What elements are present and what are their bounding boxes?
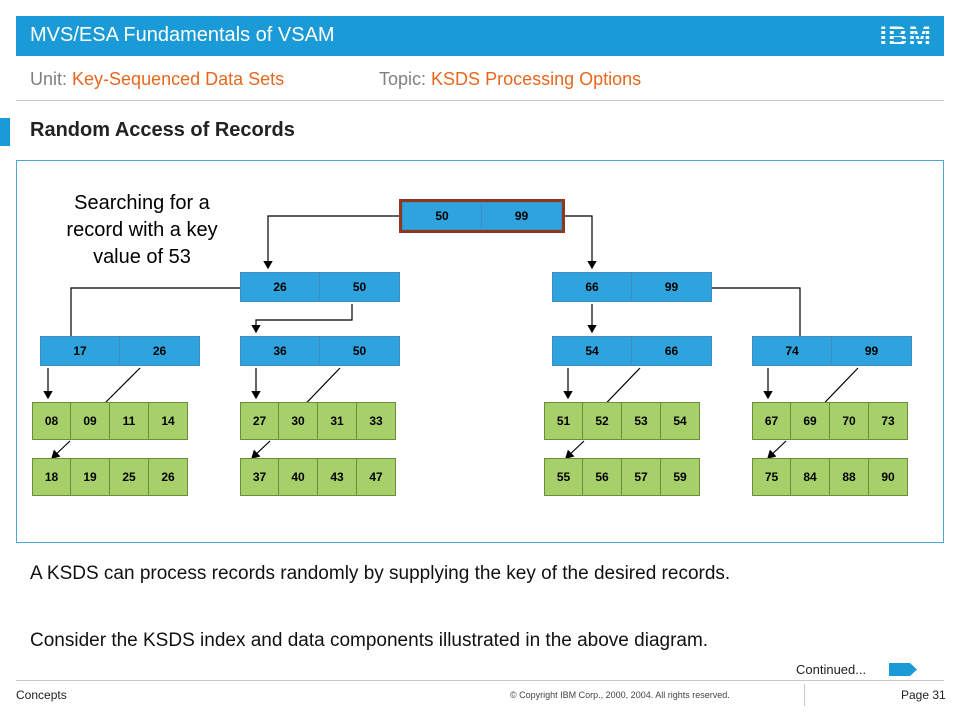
data-record-key: 52: [583, 402, 622, 440]
footer-copyright: © Copyright IBM Corp., 2000, 2004. All r…: [510, 690, 730, 700]
course-title: MVS/ESA Fundamentals of VSAM: [30, 24, 335, 46]
unit-breadcrumb: Unit: Key-Sequenced Data Sets: [30, 69, 284, 90]
index-key: 99: [832, 336, 912, 366]
index-key: 74: [752, 336, 832, 366]
data-record-key: 75: [752, 458, 791, 496]
index-key: 26: [240, 272, 320, 302]
index-node: 26 50: [240, 272, 400, 302]
footer-divider: [16, 680, 944, 681]
body-paragraph-2: Consider the KSDS index and data compone…: [30, 630, 709, 651]
data-record-key: 67: [752, 402, 791, 440]
data-record-key: 08: [32, 402, 71, 440]
diagram-frame: [16, 160, 944, 543]
index-key: 26: [120, 336, 200, 366]
page-number: Page 31: [901, 688, 946, 702]
index-key: 99: [482, 202, 562, 230]
index-key: 99: [632, 272, 712, 302]
data-record-key: 88: [830, 458, 869, 496]
section-title: Random Access of Records: [30, 119, 295, 141]
data-record-key: 47: [357, 458, 396, 496]
unit-label: Unit:: [30, 69, 68, 89]
data-control-interval: 18 19 25 26: [32, 458, 188, 496]
data-record-key: 31: [318, 402, 357, 440]
data-record-key: 70: [830, 402, 869, 440]
data-record-key: 69: [791, 402, 830, 440]
topic-value: KSDS Processing Options: [431, 69, 642, 89]
continued-label: Continued...: [796, 662, 867, 677]
unit-value: Key-Sequenced Data Sets: [72, 69, 285, 89]
data-record-key: 53: [622, 402, 661, 440]
index-node: 66 99: [552, 272, 712, 302]
data-control-interval: 55 56 57 59: [544, 458, 700, 496]
data-record-key: 59: [661, 458, 700, 496]
data-record-key: 25: [110, 458, 149, 496]
data-control-interval: 37 40 43 47: [240, 458, 396, 496]
data-record-key: 73: [869, 402, 908, 440]
topic-breadcrumb: Topic: KSDS Processing Options: [379, 69, 641, 90]
data-record-key: 18: [32, 458, 71, 496]
index-key: 66: [552, 272, 632, 302]
data-record-key: 19: [71, 458, 110, 496]
next-arrow-icon[interactable]: [889, 663, 917, 676]
data-control-interval: 75 84 88 90: [752, 458, 908, 496]
data-control-interval: 27 30 31 33: [240, 402, 396, 440]
header-divider: [16, 100, 944, 101]
index-key: 66: [632, 336, 712, 366]
search-note: Searching for a record with a key value …: [66, 192, 218, 268]
data-record-key: 55: [544, 458, 583, 496]
data-record-key: 37: [240, 458, 279, 496]
index-key: 50: [320, 272, 400, 302]
index-node: 17 26: [40, 336, 200, 366]
data-record-key: 27: [240, 402, 279, 440]
index-key: 50: [402, 202, 482, 230]
footer-separator: [804, 684, 805, 706]
data-record-key: 11: [110, 402, 149, 440]
data-record-key: 57: [622, 458, 661, 496]
data-control-interval: 08 09 11 14: [32, 402, 188, 440]
data-control-interval: 51 52 53 54: [544, 402, 700, 440]
data-record-key: 33: [357, 402, 396, 440]
index-key: 17: [40, 336, 120, 366]
data-record-key: 54: [661, 402, 700, 440]
data-record-key: 84: [791, 458, 830, 496]
data-record-key: 51: [544, 402, 583, 440]
section-marker: [0, 118, 10, 146]
index-key: 54: [552, 336, 632, 366]
data-record-key: 14: [149, 402, 188, 440]
data-record-key: 90: [869, 458, 908, 496]
data-control-interval: 67 69 70 73: [752, 402, 908, 440]
ibm-logo: IBM: [879, 21, 932, 51]
data-record-key: 26: [149, 458, 188, 496]
data-record-key: 43: [318, 458, 357, 496]
data-record-key: 30: [279, 402, 318, 440]
topic-label: Topic:: [379, 69, 427, 89]
index-key: 36: [240, 336, 320, 366]
header-bar: MVS/ESA Fundamentals of VSAM IBM: [16, 16, 944, 56]
footer-section-label: Concepts: [16, 688, 67, 702]
data-record-key: 09: [71, 402, 110, 440]
index-key: 50: [320, 336, 400, 366]
body-paragraph-1: A KSDS can process records randomly by s…: [30, 563, 731, 584]
data-record-key: 56: [583, 458, 622, 496]
data-record-key: 40: [279, 458, 318, 496]
index-node: 36 50: [240, 336, 400, 366]
index-node: 54 66: [552, 336, 712, 366]
index-root-node: 50 99: [399, 199, 565, 233]
index-node: 74 99: [752, 336, 912, 366]
